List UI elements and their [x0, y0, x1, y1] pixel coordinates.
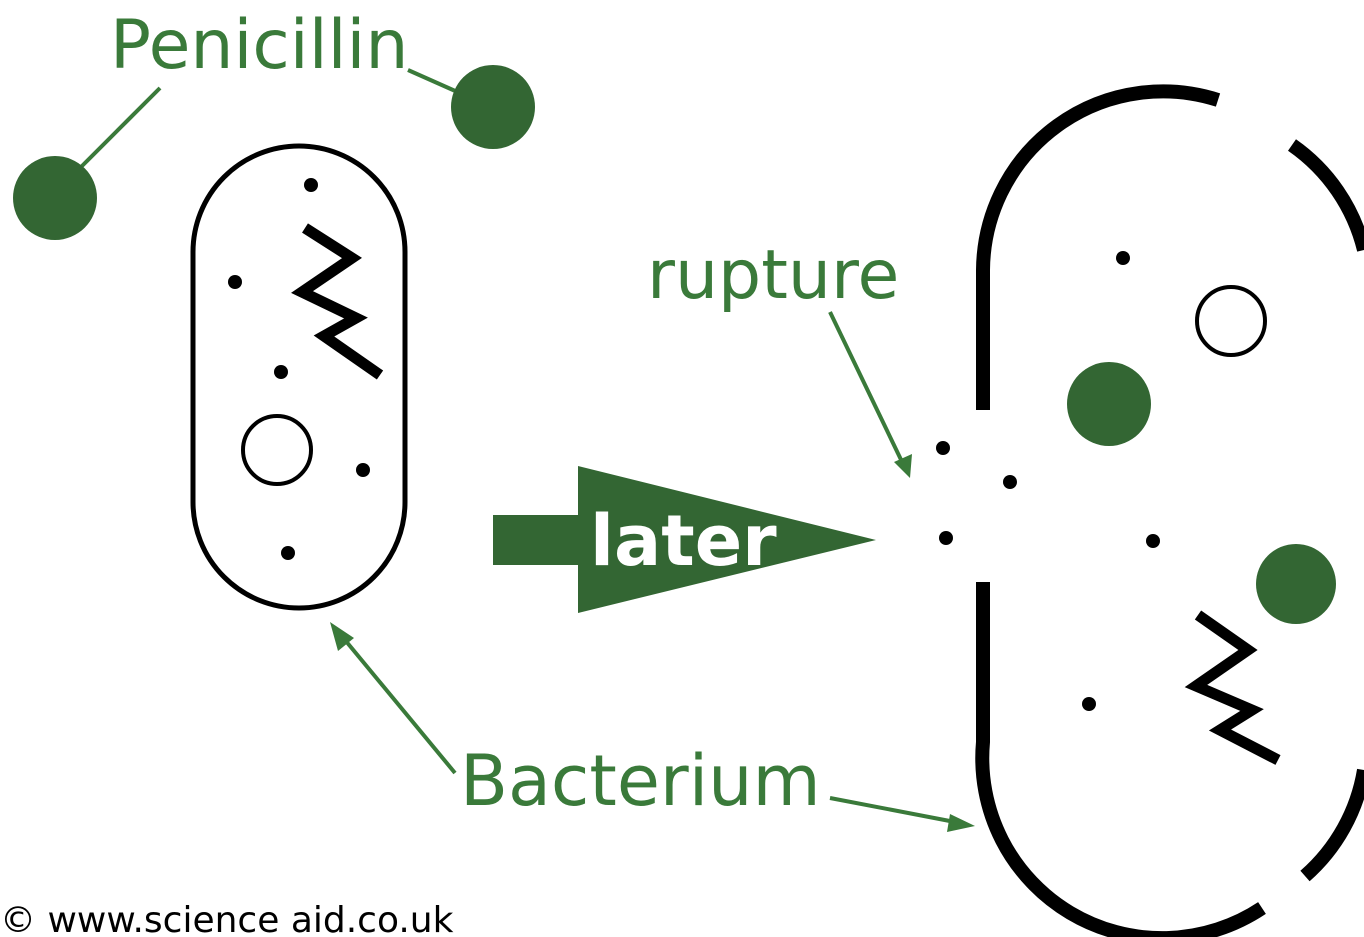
ribosome-dot [304, 178, 318, 192]
ribosome-dot [1003, 475, 1017, 489]
penicillin-molecule [1256, 544, 1336, 624]
ribosome-dot [1082, 697, 1096, 711]
bacterial-dna [1196, 615, 1278, 760]
penicillin-molecule [1067, 362, 1151, 446]
ribosome-dot [228, 275, 242, 289]
penicillin-leader-left [78, 88, 160, 170]
ribosome-dot [281, 546, 295, 560]
ribosome-dot [1116, 251, 1130, 265]
penicillin-label: Penicillin [110, 6, 408, 85]
penicillin-molecule [451, 65, 535, 149]
ribosome-dot [936, 441, 950, 455]
penicillin-leader-right [408, 70, 462, 94]
bacterium-cell-wall [193, 146, 405, 608]
bacterium-leader-right-arrowhead [947, 814, 975, 832]
ruptured-cell-wall-upper-right [1292, 145, 1364, 250]
bacterium-leader-right [830, 798, 955, 822]
rupture-arrowhead [894, 454, 912, 478]
ribosome-dot [274, 365, 288, 379]
bacterium-label: Bacterium [460, 740, 821, 822]
ribosome-dot [939, 531, 953, 545]
penicillin-molecule [13, 156, 97, 240]
ribosome-dot [1146, 534, 1160, 548]
ribosome-dot [356, 463, 370, 477]
later-label: later [590, 500, 777, 582]
ruptured-cell-wall-lower-right [1305, 770, 1364, 876]
bacterial-dna [302, 228, 380, 375]
rupture-label: rupture [647, 236, 899, 315]
copyright-text: © www.science aid.co.uk [0, 900, 454, 937]
vacuole [243, 416, 311, 484]
bacterium-leader-left [345, 640, 455, 773]
rupture-leader [830, 312, 905, 468]
vacuole [1197, 287, 1265, 355]
ruptured-cell-wall-upper-left [983, 91, 1218, 410]
